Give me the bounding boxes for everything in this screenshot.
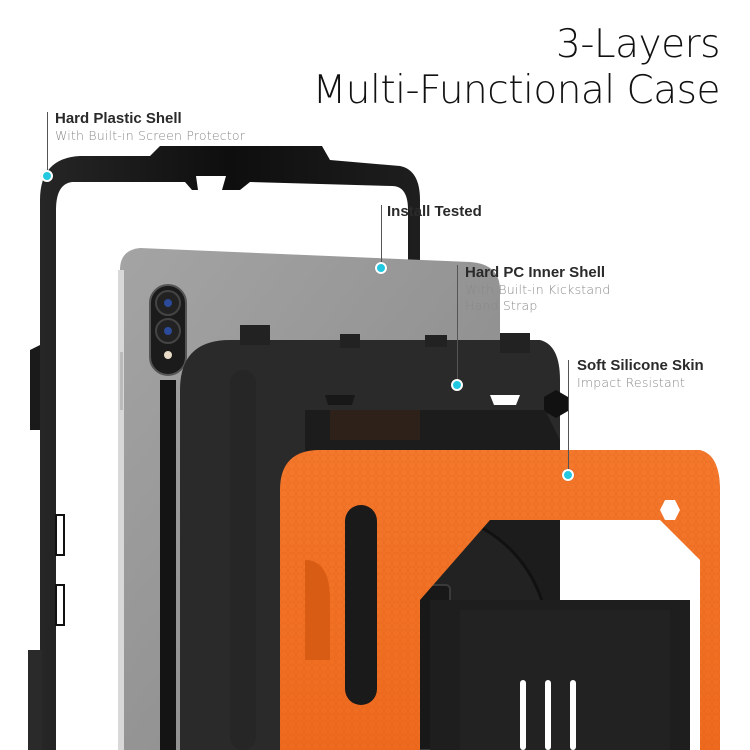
leader-line-soft-silicone-skin [568,360,569,475]
leader-line-install-tested [381,205,382,265]
callout-subtitle: Impact Resistant [577,375,686,390]
headline-line-2: Multi-Functional Case [312,68,721,113]
callout-install-tested: Install Tested [387,203,482,221]
callout-hard-pc-inner-shell: Hard PC Inner Shell With Built-in Kickst… [465,264,611,314]
headline: 3-Layers Multi-Functional Case [312,22,721,114]
callout-title: Soft Silicone Skin [577,357,704,374]
callout-title: Hard Plastic Shell [55,110,182,127]
callout-dot-install-tested[interactable] [375,262,387,274]
callout-title: Hard PC Inner Shell [465,264,606,281]
callout-dot-hard-pc-inner-shell[interactable] [451,379,463,391]
callout-dot-hard-plastic-shell[interactable] [41,170,53,182]
callout-title: Install Tested [387,203,482,220]
leader-line-hard-pc-inner-shell [457,265,458,385]
leader-line-hard-plastic-shell [47,112,48,177]
callout-subtitle-2: Hand Strap [465,298,538,313]
headline-line-1: 3-Layers [556,22,720,67]
callout-hard-plastic-shell: Hard Plastic Shell With Built-in Screen … [55,110,245,144]
soft-silicone-skin-graphic [280,450,720,750]
callout-dot-soft-silicone-skin[interactable] [562,469,574,481]
callout-soft-silicone-skin: Soft Silicone Skin Impact Resistant [577,357,704,391]
callout-subtitle-1: With Built-in Kickstand [465,282,611,297]
callout-subtitle: With Built-in Screen Protector [55,128,246,143]
hard-plastic-shell-graphic [28,146,420,750]
